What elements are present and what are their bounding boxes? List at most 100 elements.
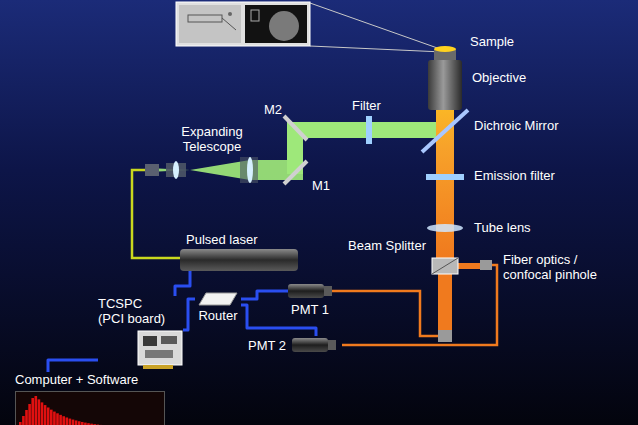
part-label: Objective xyxy=(472,70,526,85)
histogram-bar xyxy=(93,424,96,425)
pci-board-icon xyxy=(137,330,183,370)
chip xyxy=(161,336,177,344)
mirror-label: M1 xyxy=(312,178,330,193)
histogram-bar xyxy=(87,423,90,425)
histogram-bar xyxy=(75,420,78,425)
device-label: Computer + Software xyxy=(15,372,138,387)
telescope-lens xyxy=(173,161,179,179)
emission-beam xyxy=(438,274,452,330)
plot-frame xyxy=(16,392,165,425)
chip xyxy=(143,336,157,346)
emission-filter xyxy=(426,174,464,180)
computer-software: Computer + Software xyxy=(15,372,175,425)
histogram-bar xyxy=(81,422,84,425)
histogram-bar xyxy=(78,421,81,425)
tcspc-board: TCSPC (PCI board) xyxy=(98,296,183,370)
device-label: PMT 2 xyxy=(248,338,286,353)
decay-histogram xyxy=(15,391,165,425)
histogram-bar xyxy=(72,420,75,425)
histogram-bar xyxy=(44,405,47,425)
emission-beam xyxy=(458,263,480,269)
detection-fiber xyxy=(330,291,438,336)
histogram-bar xyxy=(84,423,87,425)
part-label: Emission filter xyxy=(474,168,555,183)
channel-outline xyxy=(188,15,222,22)
histogram-bar xyxy=(50,410,53,425)
histogram-bar xyxy=(62,416,65,425)
pmt-window xyxy=(328,340,336,350)
pmt-icon xyxy=(292,336,336,354)
pmt-window xyxy=(324,286,332,296)
device-label: Pulsed laser xyxy=(180,232,258,247)
particle-dot xyxy=(228,12,232,16)
pmt-icon xyxy=(288,282,332,300)
router-unit: Router xyxy=(195,292,241,323)
fiber-coupler xyxy=(480,260,492,270)
router-box xyxy=(199,293,237,305)
objective-body xyxy=(428,60,462,110)
histogram-bar xyxy=(47,407,50,425)
image-frame xyxy=(176,2,310,46)
zoom-line xyxy=(310,46,443,52)
mirror-label: M2 xyxy=(264,102,282,117)
histogram-bar xyxy=(69,419,72,425)
part-label: Fiber optics / confocal pinhole xyxy=(503,252,625,282)
part-label: Tube lens xyxy=(474,220,531,235)
pmt-body xyxy=(292,338,328,352)
fiber-coupler xyxy=(145,164,159,176)
channel-outline xyxy=(251,10,259,21)
histogram-bar xyxy=(35,396,38,425)
histogram-bar xyxy=(53,412,56,425)
laser-body xyxy=(180,249,298,271)
pmt-detector: PMT 2 xyxy=(248,336,338,354)
histogram-bar xyxy=(25,410,28,425)
telescope-tube xyxy=(240,157,258,183)
histogram-bar xyxy=(90,424,93,425)
part-label: Expanding Telescope xyxy=(160,124,264,154)
device-label: Router xyxy=(198,308,237,323)
mirror-m1 xyxy=(284,161,307,184)
sample-spot xyxy=(434,46,456,52)
histogram-bar xyxy=(56,413,59,425)
device-label: PMT 1 xyxy=(291,302,329,317)
beam-splitter-cube xyxy=(432,258,458,274)
data-cable xyxy=(175,271,190,296)
tube-lens xyxy=(427,224,463,232)
chip xyxy=(145,350,173,358)
fiber-coupler xyxy=(438,330,452,342)
device-label: TCSPC (PCI board) xyxy=(98,296,168,326)
laser-unit: Pulsed laser xyxy=(180,232,298,271)
router-icon xyxy=(198,292,238,306)
channel-line xyxy=(222,18,236,30)
part-label: Dichroic Mirror xyxy=(474,118,559,133)
excitation-filter xyxy=(366,116,372,144)
detection-fiber xyxy=(342,265,497,345)
pmt-detector: PMT 1 xyxy=(288,282,332,317)
edge-connector xyxy=(143,365,173,369)
part-label: Sample xyxy=(470,34,514,49)
histogram-bar xyxy=(31,398,34,425)
fluorescence-image xyxy=(245,5,307,43)
laser-beam xyxy=(148,160,303,180)
histogram-bar xyxy=(66,417,69,425)
part-label: Filter xyxy=(352,98,381,113)
histogram-bar xyxy=(59,415,62,425)
laser-fiber xyxy=(132,170,180,258)
histogram-bar xyxy=(22,416,25,425)
data-cable xyxy=(183,299,195,330)
part-label: Beam Splitter xyxy=(348,238,426,253)
histogram-bar xyxy=(28,404,31,425)
mirror-m2 xyxy=(284,116,307,140)
dichroic-mirror xyxy=(422,110,468,152)
beam-splitter-face xyxy=(432,258,458,274)
histogram-bar xyxy=(38,399,41,425)
circuit-board xyxy=(138,331,182,365)
brightfield-image xyxy=(179,5,241,43)
histogram-bar xyxy=(41,402,44,425)
data-cable xyxy=(48,360,98,372)
data-cable xyxy=(241,291,288,299)
pmt-body xyxy=(288,284,324,298)
zoom-line xyxy=(310,3,443,50)
fluorescent-droplet xyxy=(269,11,299,41)
